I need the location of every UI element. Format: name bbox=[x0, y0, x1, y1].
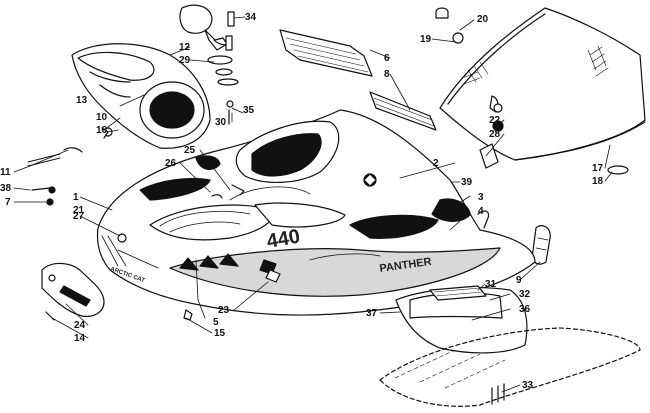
decals-loose bbox=[279, 29, 551, 265]
callout-18: 18 bbox=[592, 176, 604, 187]
callout-27: 27 bbox=[73, 211, 85, 222]
callout-36: 36 bbox=[519, 304, 531, 315]
windshield-vent-left bbox=[461, 61, 489, 85]
callout-20: 20 bbox=[477, 14, 489, 25]
callout-26: 26 bbox=[165, 158, 177, 169]
callout-32: 32 bbox=[519, 289, 531, 300]
callout-22: 22 bbox=[489, 115, 501, 126]
callout-37: 37 bbox=[366, 308, 378, 319]
callout-7: 7 bbox=[5, 197, 11, 208]
callout-1: 1 bbox=[73, 192, 79, 203]
callout-17: 17 bbox=[592, 163, 604, 174]
hardware bbox=[27, 7, 629, 405]
callout-33: 33 bbox=[522, 380, 534, 391]
callout-6: 6 bbox=[384, 53, 390, 64]
windshield bbox=[439, 7, 646, 161]
callout-15: 15 bbox=[214, 328, 226, 339]
callout-3: 3 bbox=[478, 192, 484, 203]
callout-14: 14 bbox=[74, 333, 86, 344]
callout-21: 21 bbox=[73, 205, 85, 216]
callout-numbers: 1 2 3 4 5 6 7 8 9 10 11 12 13 14 15 16 1… bbox=[0, 12, 604, 391]
callout-19: 19 bbox=[420, 34, 432, 45]
callout-8: 8 bbox=[384, 69, 390, 80]
mirror bbox=[179, 4, 233, 51]
callout-4: 4 bbox=[478, 206, 484, 217]
callout-13: 13 bbox=[76, 95, 88, 106]
callout-5: 5 bbox=[213, 317, 219, 328]
callout-35: 35 bbox=[243, 105, 255, 116]
leader-lines bbox=[13, 16, 613, 393]
belly-pan bbox=[379, 327, 641, 407]
callout-29: 29 bbox=[179, 55, 191, 66]
callout-10: 10 bbox=[96, 112, 108, 123]
callout-11: 11 bbox=[0, 167, 11, 178]
callout-24: 24 bbox=[74, 320, 86, 331]
callout-25: 25 bbox=[184, 145, 196, 156]
callout-23: 23 bbox=[218, 305, 230, 316]
callout-28: 28 bbox=[489, 129, 501, 140]
callout-12: 12 bbox=[179, 42, 191, 53]
callout-31: 31 bbox=[485, 279, 497, 290]
windshield-vent-right bbox=[587, 45, 609, 77]
callout-39: 39 bbox=[461, 177, 473, 188]
callout-38: 38 bbox=[0, 183, 12, 194]
hood: 440 ARCTIC CAT PANTHER bbox=[96, 109, 536, 316]
side-panel bbox=[41, 262, 105, 321]
air-intake-shroud bbox=[395, 285, 528, 354]
callout-16: 16 bbox=[96, 125, 108, 136]
callout-2: 2 bbox=[433, 158, 439, 169]
callout-30: 30 bbox=[215, 117, 227, 128]
callout-34: 34 bbox=[245, 12, 257, 23]
callout-9: 9 bbox=[516, 275, 522, 286]
